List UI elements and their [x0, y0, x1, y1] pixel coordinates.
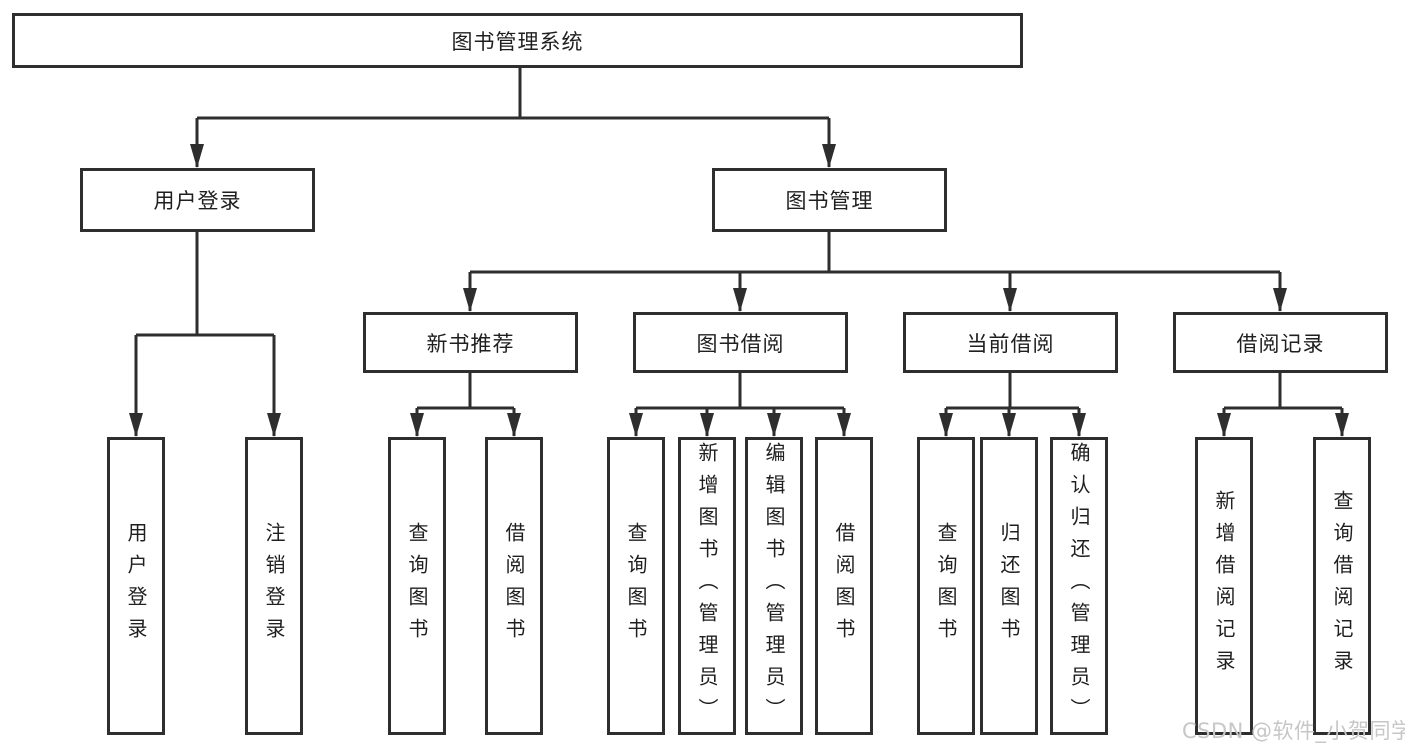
leaf-borrow-books-recommend: 借阅图书 — [485, 437, 543, 735]
leaf-label: 用户登录 — [124, 522, 148, 650]
leaf-label: 查询图书 — [934, 522, 958, 650]
leaf-label: 查询借阅记录 — [1330, 490, 1354, 682]
leaf-edit-book-admin: 编辑图书（管理员） — [745, 437, 803, 735]
watermark-text: CSDN @软件_小贺同学 — [1182, 719, 1405, 743]
leaf-label: 归还图书 — [997, 522, 1021, 650]
leaf-label: 借阅图书 — [502, 522, 526, 650]
leaf-label: 编辑图书（管理员） — [762, 442, 786, 730]
leaf-query-books-borrow: 查询图书 — [607, 437, 665, 735]
node-book-management-branch: 图书管理 — [712, 168, 947, 232]
leaf-label: 查询图书 — [405, 522, 429, 650]
leaf-logout: 注销登录 — [245, 437, 303, 735]
node-root-system: 图书管理系统 — [12, 13, 1023, 68]
leaf-label: 注销登录 — [262, 522, 286, 650]
connector-new-book-recommend-group — [410, 373, 521, 437]
leaf-borrow-books: 借阅图书 — [815, 437, 873, 735]
leaf-query-borrow-record: 查询借阅记录 — [1313, 437, 1371, 735]
connector-book-borrow-group — [629, 373, 851, 437]
leaf-return-books: 归还图书 — [980, 437, 1038, 735]
leaf-query-books-current: 查询图书 — [917, 437, 975, 735]
leaf-query-books-recommend: 查询图书 — [388, 437, 446, 735]
node-current-borrow: 当前借阅 — [903, 312, 1118, 373]
connector-borrow-records-group — [1217, 373, 1349, 437]
leaf-label: 确认归还（管理员） — [1067, 442, 1091, 730]
leaf-add-book-admin: 新增图书（管理员） — [678, 437, 736, 735]
leaf-user-login: 用户登录 — [107, 437, 165, 735]
node-borrow-records: 借阅记录 — [1173, 312, 1388, 373]
leaf-label: 新增借阅记录 — [1212, 490, 1236, 682]
connector-book-mgmt-sections — [463, 232, 1287, 312]
connector-root-branches — [190, 68, 836, 168]
connector-user-login-group — [129, 232, 281, 437]
leaf-add-borrow-record: 新增借阅记录 — [1195, 437, 1253, 735]
node-new-book-recommend: 新书推荐 — [363, 312, 578, 373]
leaf-label: 查询图书 — [624, 522, 648, 650]
leaf-confirm-return-admin: 确认归还（管理员） — [1050, 437, 1108, 735]
leaf-label: 新增图书（管理员） — [695, 442, 719, 730]
node-user-login-branch: 用户登录 — [80, 168, 315, 232]
connector-current-borrow-group — [939, 373, 1086, 437]
leaf-label: 借阅图书 — [832, 522, 856, 650]
node-book-borrow: 图书借阅 — [633, 312, 848, 373]
